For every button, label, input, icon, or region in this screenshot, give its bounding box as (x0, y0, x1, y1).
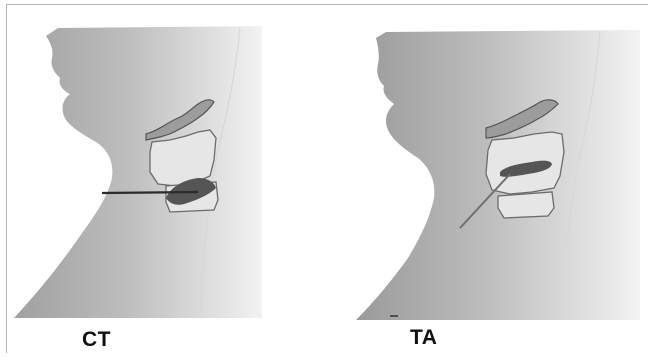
needle-ct (102, 192, 198, 193)
panel-label-ct: CT (82, 328, 111, 352)
panel-ct: CT (0, 0, 300, 357)
thyroid-cartilage (486, 132, 564, 194)
neck-illustration-ta (320, 0, 650, 357)
head-neck-silhouette (14, 26, 262, 318)
cricoid-cartilage (498, 192, 554, 218)
panel-ta: TA (320, 0, 650, 357)
panel-label-ta: TA (410, 326, 437, 350)
neck-illustration-ct (0, 0, 300, 357)
